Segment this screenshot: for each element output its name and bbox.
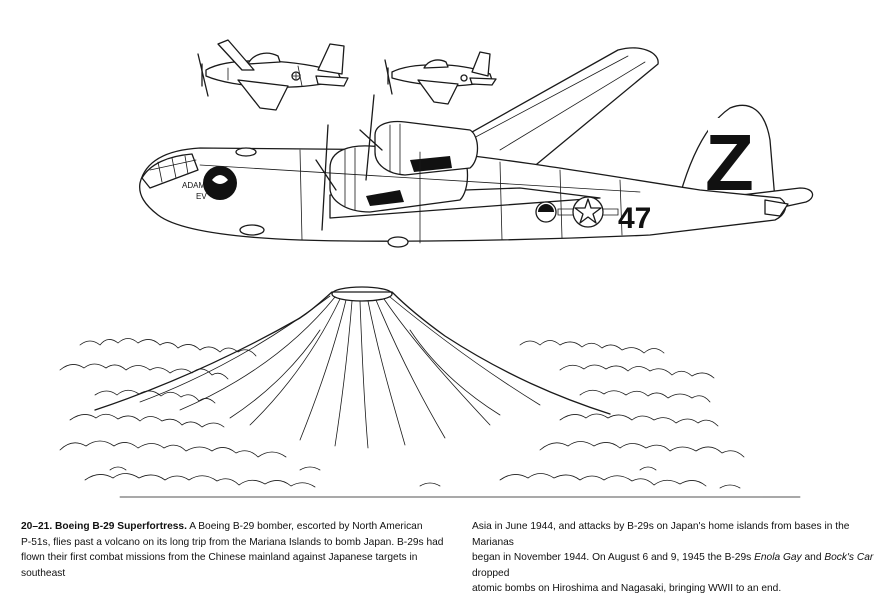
caption-text: dropped <box>472 567 510 579</box>
b29-bomber: Z ADAM EV <box>139 47 814 248</box>
caption-line: 20–21. Boeing B-29 Superfortress. A Boei… <box>21 519 446 535</box>
cloud-bank <box>59 338 801 498</box>
propeller-outer <box>359 94 383 181</box>
plate-number: 20–21. <box>21 521 53 532</box>
outer-engine-nacelle <box>374 120 479 176</box>
p51-fighter-right <box>384 51 497 105</box>
belly-turret <box>387 236 409 248</box>
tail-letter-band <box>708 118 753 193</box>
p51-fighter-left <box>197 39 349 111</box>
caption-title: Boeing B-29 Superfortress. <box>55 521 187 532</box>
caption-line: P-51s, flies past a volcano on its long … <box>21 536 444 548</box>
caption-right-column: Asia in June 1944, and attacks by B-29s … <box>472 519 877 597</box>
caption-line: flown their first combat missions from t… <box>21 552 418 579</box>
aircraft-name-enola-gay: Enola Gay <box>754 552 802 563</box>
nose-art-text-2: EV <box>196 192 207 201</box>
caption-line: began in November 1944. On August 6 and … <box>472 550 877 581</box>
tail-number: 47 <box>618 202 651 235</box>
far-wing <box>439 47 659 179</box>
lower-turret <box>239 224 265 236</box>
caption-text: began in November 1944. On August 6 and … <box>472 552 752 563</box>
upper-turret <box>235 147 257 157</box>
caption-text: and <box>804 552 822 563</box>
tail-gun-position <box>764 199 789 217</box>
caption-line: Asia in June 1944, and attacks by B-29s … <box>472 521 850 548</box>
insignia-star <box>574 198 602 224</box>
nose-art-text-1: ADAM <box>182 181 205 190</box>
caption-left-column: 20–21. Boeing B-29 Superfortress. A Boei… <box>21 519 446 581</box>
caption-line: atomic bombs on Hiroshima and Nagasaki, … <box>472 583 782 594</box>
aircraft-name-bocks-car: Bock's Car <box>824 552 874 563</box>
coloring-illustration: Z ADAM EV <box>59 39 814 498</box>
volcano <box>94 286 611 449</box>
propeller-inner <box>315 124 337 231</box>
caption-text: A Boeing B-29 bomber, escorted by North … <box>189 521 423 532</box>
